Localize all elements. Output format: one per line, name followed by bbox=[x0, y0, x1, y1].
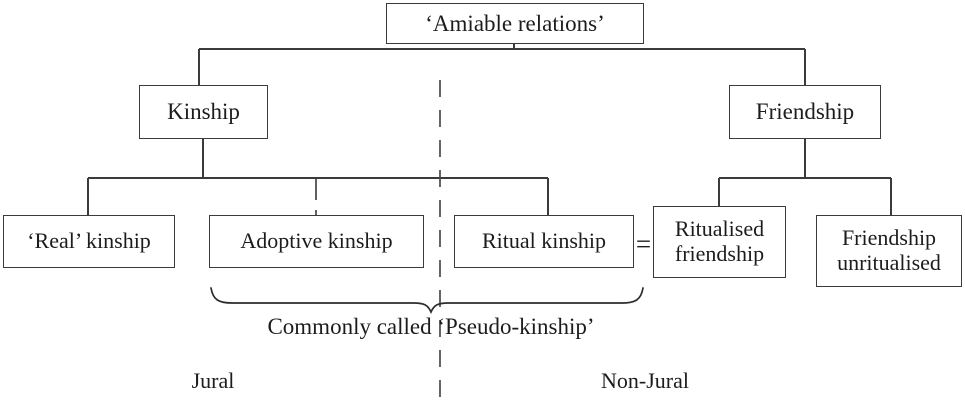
label-non-jural: Non-Jural bbox=[601, 368, 689, 393]
node-amiable-relations-label: ‘Amiable relations’ bbox=[425, 10, 605, 36]
node-friendship-unritualised-line2: unritualised bbox=[837, 250, 941, 275]
node-ritualised-friendship-line2: friendship bbox=[674, 241, 765, 266]
pseudo-kinship-caption: Commonly called ‘Pseudo-kinship’ bbox=[267, 314, 595, 339]
node-friendship-unritualised[interactable]: Friendship unritualised bbox=[816, 215, 962, 287]
node-friendship-unritualised-line1: Friendship bbox=[841, 225, 937, 251]
node-adoptive-kinship[interactable]: Adoptive kinship bbox=[209, 215, 424, 268]
node-friendship-label: Friendship bbox=[755, 99, 855, 125]
node-kinship[interactable]: Kinship bbox=[139, 85, 268, 139]
node-friendship[interactable]: Friendship bbox=[729, 85, 881, 139]
node-real-kinship[interactable]: ‘Real’ kinship bbox=[3, 215, 175, 268]
equals-sign: = bbox=[635, 229, 652, 259]
node-adoptive-kinship-label: Adoptive kinship bbox=[240, 228, 393, 254]
label-jural: Jural bbox=[191, 368, 235, 393]
pseudo-kinship-brace bbox=[210, 287, 644, 315]
node-ritual-kinship-label: Ritual kinship bbox=[481, 228, 607, 254]
node-kinship-label: Kinship bbox=[167, 99, 240, 125]
node-real-kinship-label: ‘Real’ kinship bbox=[27, 228, 151, 254]
node-ritual-kinship[interactable]: Ritual kinship bbox=[454, 215, 634, 268]
node-ritualised-friendship[interactable]: Ritualised friendship bbox=[653, 206, 786, 278]
node-amiable-relations[interactable]: ‘Amiable relations’ bbox=[386, 3, 644, 44]
node-ritualised-friendship-line1: Ritualised bbox=[674, 216, 765, 242]
